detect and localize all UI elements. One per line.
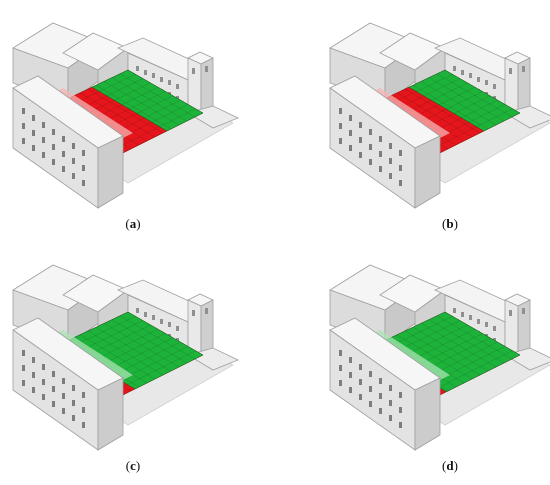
- front-building-side: [97, 135, 124, 209]
- grid-line: [115, 108, 196, 149]
- tower-window: [192, 310, 195, 316]
- grid-line: [95, 85, 172, 130]
- panel-caption: (b): [442, 216, 458, 231]
- grid-line: [119, 315, 196, 360]
- grid-line: [79, 334, 156, 380]
- tower-window: [205, 308, 208, 314]
- grid-line: [436, 73, 513, 118]
- panel-caption: (d): [442, 458, 458, 473]
- grid-line: [404, 88, 481, 134]
- grid-line: [87, 330, 164, 376]
- tower-window: [509, 68, 512, 74]
- panel-b: (b): [325, 8, 550, 233]
- tower-window: [192, 68, 195, 74]
- courtyard-grid: [55, 73, 196, 150]
- grid-line: [404, 330, 481, 376]
- tower-front: [187, 299, 202, 356]
- panel-a: (a): [8, 8, 258, 233]
- panel-caption: (c): [125, 458, 141, 473]
- grid-line: [119, 73, 196, 118]
- panel-caption: (a): [125, 216, 141, 231]
- grid-line: [412, 327, 489, 372]
- grid-line: [115, 350, 196, 391]
- grid-line: [103, 81, 180, 126]
- grid-line: [412, 85, 489, 130]
- panel-d: (d): [325, 250, 550, 475]
- tower-front: [187, 57, 202, 114]
- front-building-windows: [339, 350, 402, 428]
- grid-line: [436, 315, 513, 360]
- grid-line: [428, 77, 505, 122]
- grid-line: [420, 81, 497, 126]
- tower-front: [504, 57, 519, 114]
- tower-window: [522, 308, 525, 314]
- grid-line: [111, 77, 188, 122]
- grid-line: [396, 334, 473, 380]
- grid-line: [432, 108, 513, 149]
- tower-window: [205, 66, 208, 72]
- front-building-windows: [339, 108, 402, 186]
- grid-line: [79, 92, 156, 138]
- grid-line: [111, 319, 188, 364]
- front-building-side: [414, 377, 441, 451]
- courtyard-green-area: [408, 69, 521, 132]
- grid-line: [396, 92, 473, 138]
- tower-front: [504, 299, 519, 356]
- grid-line: [87, 88, 164, 134]
- grid-line: [103, 323, 180, 368]
- grid-line: [420, 323, 497, 368]
- grid-line: [428, 319, 505, 364]
- grid-line: [95, 327, 172, 372]
- front-building-side: [97, 377, 124, 451]
- grid-line: [432, 350, 513, 391]
- front-building-side: [414, 135, 441, 209]
- courtyard-green-area: [91, 69, 204, 132]
- panel-c: (c): [8, 250, 258, 475]
- tower-window: [522, 66, 525, 72]
- front-building-windows: [22, 108, 85, 186]
- tower-window: [509, 310, 512, 316]
- front-building-windows: [22, 350, 85, 428]
